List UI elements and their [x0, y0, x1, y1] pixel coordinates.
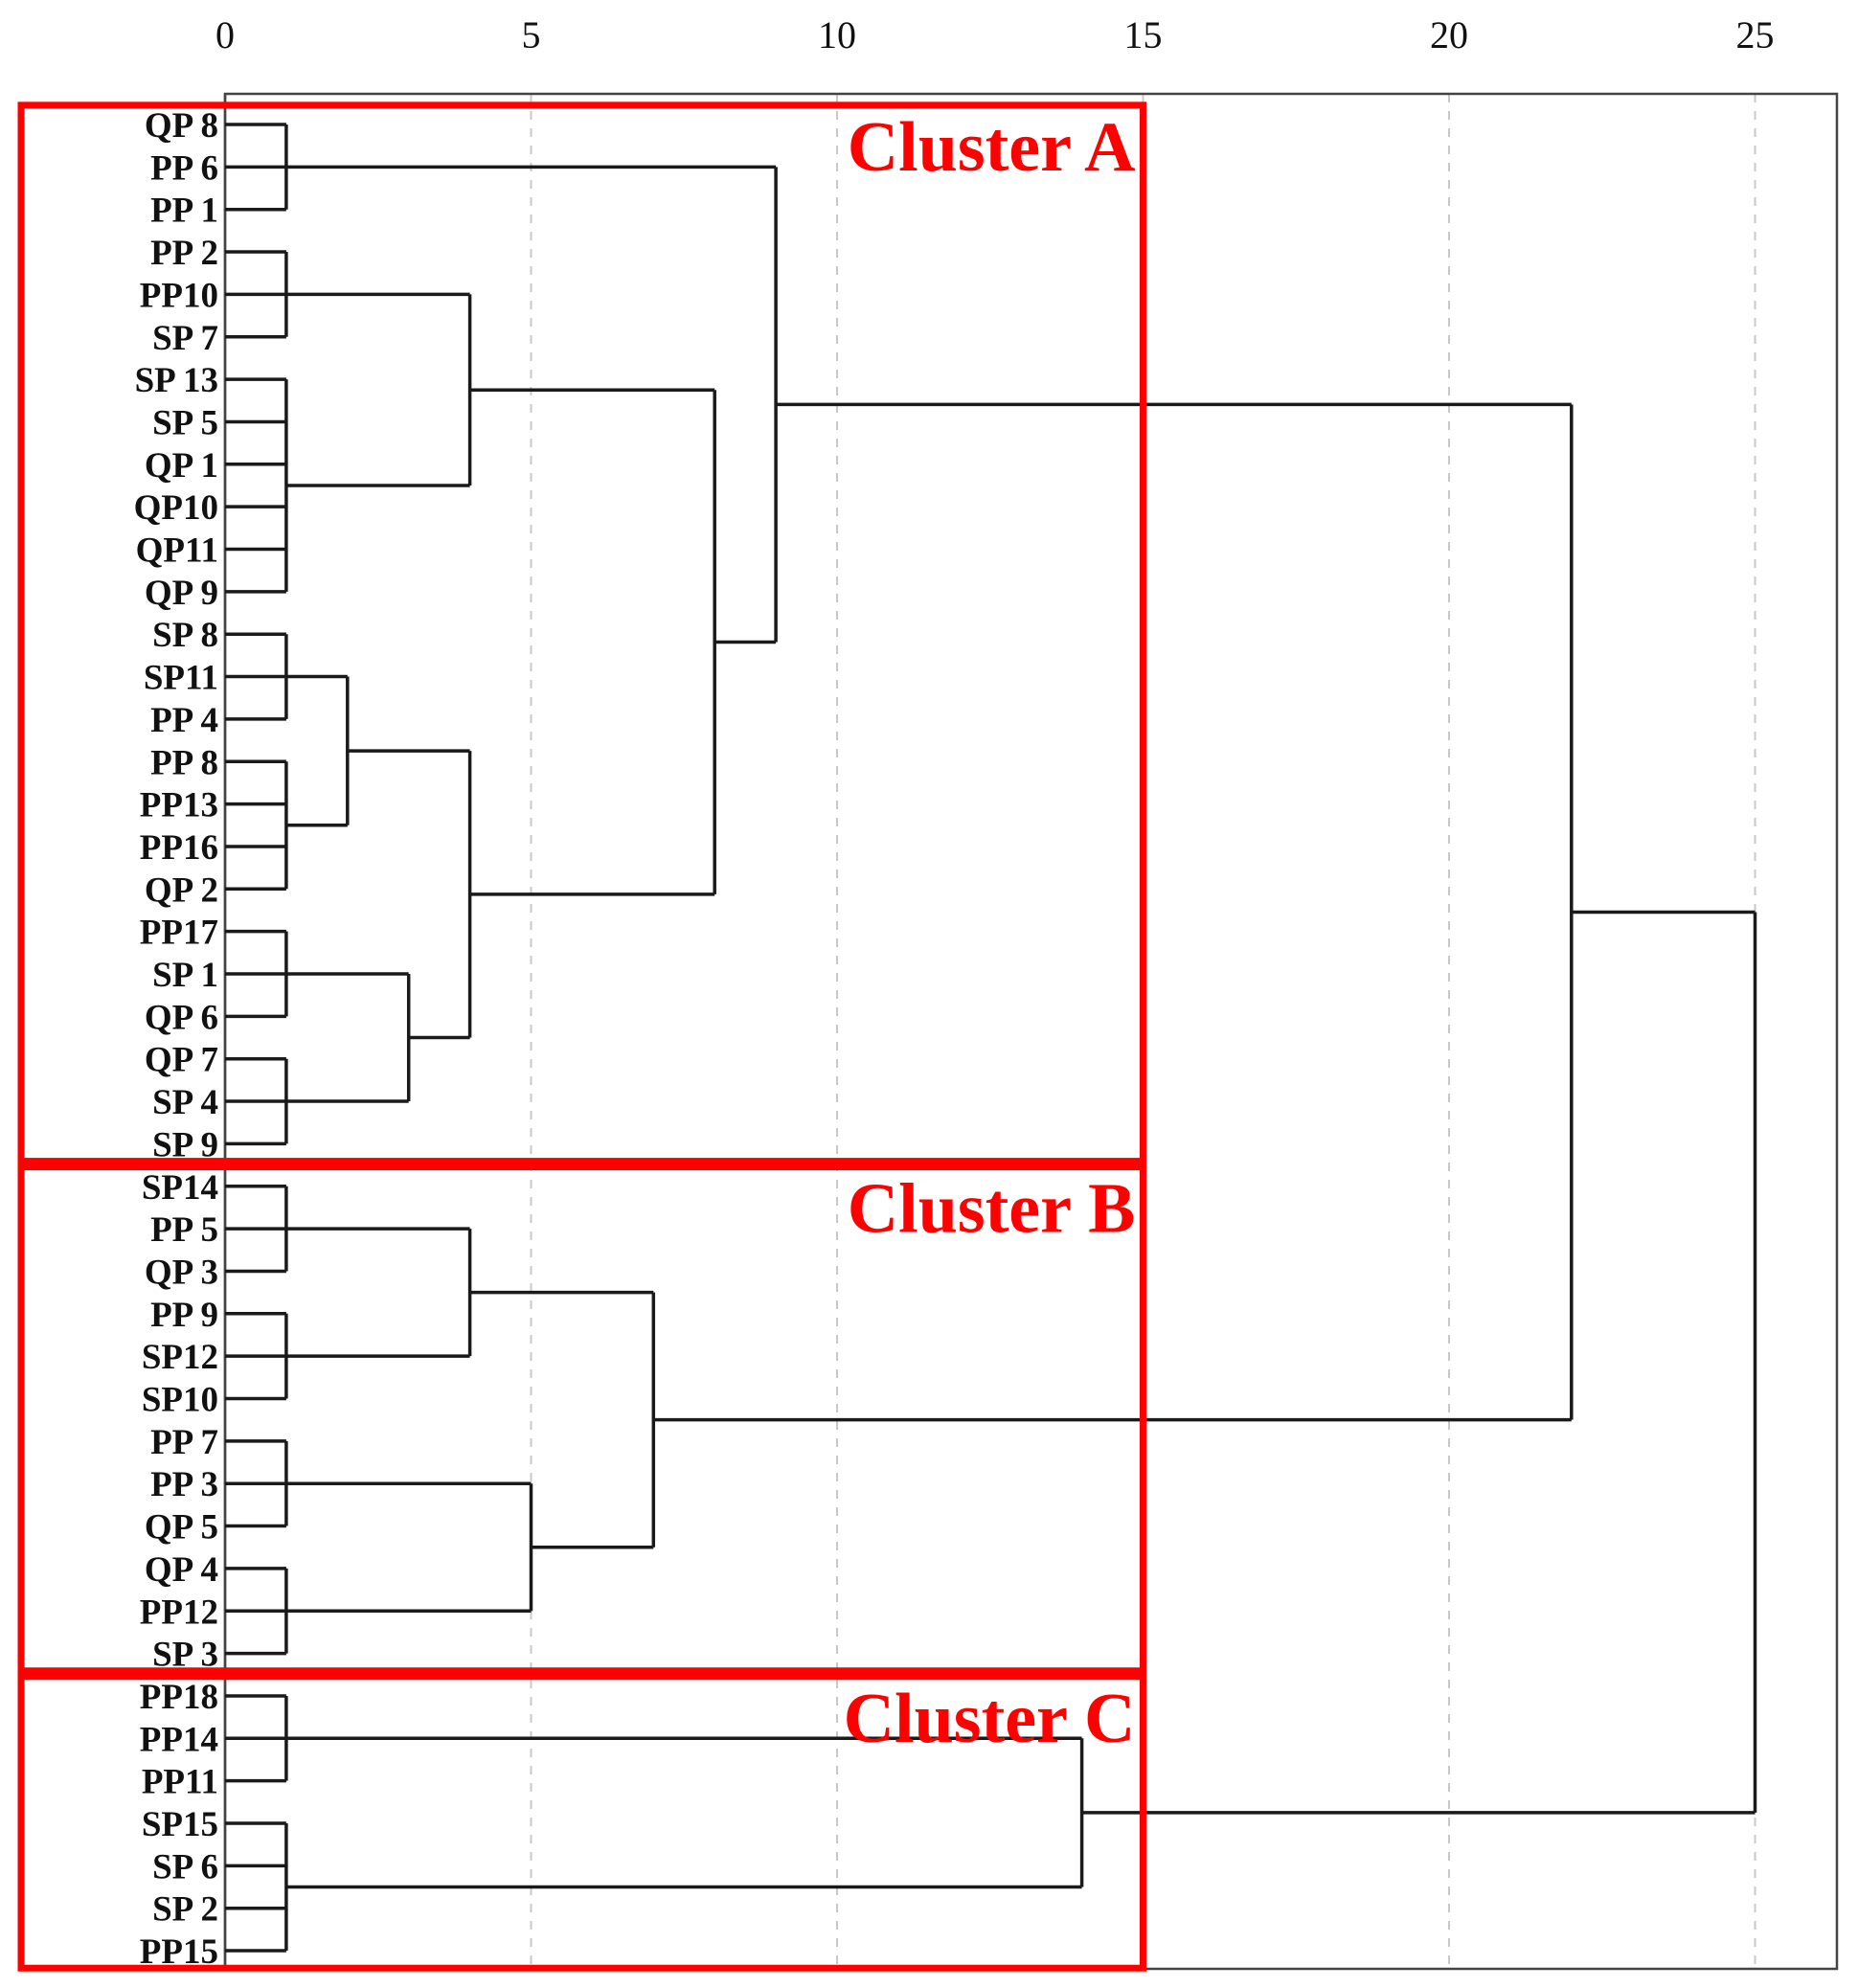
merge-link: [225, 1567, 288, 1656]
leaf-label: PP17: [140, 914, 218, 953]
leaf-label: PP10: [140, 276, 218, 315]
leaf-label: QP 7: [145, 1041, 218, 1080]
x-axis-ticks: 0 5 10 15 20 25: [215, 13, 1775, 56]
leaf-label: PP13: [140, 786, 218, 825]
cluster-label: Cluster B: [848, 1170, 1136, 1249]
merge-link: [225, 1694, 288, 1783]
leaf-label: PP 6: [150, 148, 218, 188]
merge-link: [225, 1056, 288, 1146]
leaf-label: PP 7: [150, 1423, 218, 1462]
leaf-label: PP 2: [150, 234, 218, 273]
x-tick-label: 25: [1736, 13, 1775, 56]
merge-link: [225, 123, 288, 212]
merge-link: [285, 674, 350, 827]
leaf-label: SP 2: [152, 1890, 218, 1930]
merge-link: [225, 1821, 288, 1953]
cluster-label: Cluster C: [844, 1680, 1136, 1758]
leaf-label: QP 4: [145, 1550, 218, 1590]
x-tick-label: 5: [522, 13, 541, 56]
merge-link: [225, 929, 288, 1019]
x-tick-label: 20: [1430, 13, 1468, 56]
leaf-label: SP14: [142, 1168, 218, 1208]
leaf-label: PP 4: [150, 701, 218, 740]
merge-link: [285, 972, 411, 1103]
cluster-label: Cluster A: [848, 108, 1136, 187]
leaf-label: QP 6: [145, 998, 218, 1037]
merge-link: [653, 402, 1574, 1422]
merge-link: [285, 1736, 1084, 1889]
leaf-label: QP 9: [145, 574, 218, 613]
merge-link: [225, 1185, 288, 1274]
merge-link: [1081, 910, 1757, 1815]
leaf-label: SP 6: [152, 1847, 218, 1886]
leaf-label: QP 3: [145, 1253, 218, 1292]
leaf-label: QP 1: [145, 446, 218, 486]
merge-link: [285, 292, 472, 487]
leaf-label: PP11: [142, 1763, 218, 1802]
x-tick-label: 10: [818, 13, 856, 56]
cluster-box: [17, 102, 1146, 1165]
leaf-label: SP 4: [152, 1083, 218, 1122]
merge-link: [225, 377, 288, 594]
cluster-box: [17, 1673, 1146, 1972]
x-tick-label: 0: [215, 13, 235, 56]
leaf-label: PP 1: [150, 192, 218, 231]
merge-link: [469, 1290, 656, 1549]
leaf-label: QP 5: [145, 1508, 218, 1547]
leaf-label: QP 2: [145, 870, 218, 910]
merge-link: [469, 388, 716, 896]
leaf-label: SP15: [142, 1805, 218, 1844]
leaf-label: PP12: [140, 1593, 218, 1632]
leaf-label: SP 1: [152, 956, 218, 995]
leaf-label: QP10: [134, 488, 218, 528]
leaf-label: SP12: [142, 1338, 218, 1377]
leaf-label: SP10: [142, 1381, 218, 1420]
leaf-label: SP11: [144, 659, 218, 698]
merge-link: [225, 250, 288, 339]
leaf-label: PP 5: [150, 1210, 218, 1250]
leaf-label: QP11: [136, 531, 218, 571]
leaf-label: QP 8: [145, 106, 218, 146]
cluster-boxes: Cluster A Cluster B Cluster C: [17, 102, 1146, 1972]
leaf-label: PP14: [140, 1720, 218, 1759]
leaf-label: SP 5: [152, 403, 218, 442]
leaf-label: PP 9: [150, 1296, 218, 1335]
merge-link: [285, 1481, 533, 1613]
merge-link: [225, 632, 288, 721]
dendrogram-links: [225, 123, 1757, 1953]
leaf-label: SP 7: [152, 319, 218, 358]
leaf-label: PP 3: [150, 1465, 218, 1504]
leaf-label: PP18: [140, 1678, 218, 1717]
leaf-label: SP 8: [152, 616, 218, 655]
leaf-label: PP 8: [150, 743, 218, 782]
merge-link: [225, 1439, 288, 1528]
merge-link: [225, 1312, 288, 1401]
leaf-label: PP16: [140, 828, 218, 868]
leaf-label: SP 13: [135, 361, 218, 400]
merge-link: [285, 1227, 472, 1358]
cluster-box: [17, 1163, 1146, 1675]
merge-link: [225, 759, 288, 892]
x-tick-label: 15: [1124, 13, 1163, 56]
